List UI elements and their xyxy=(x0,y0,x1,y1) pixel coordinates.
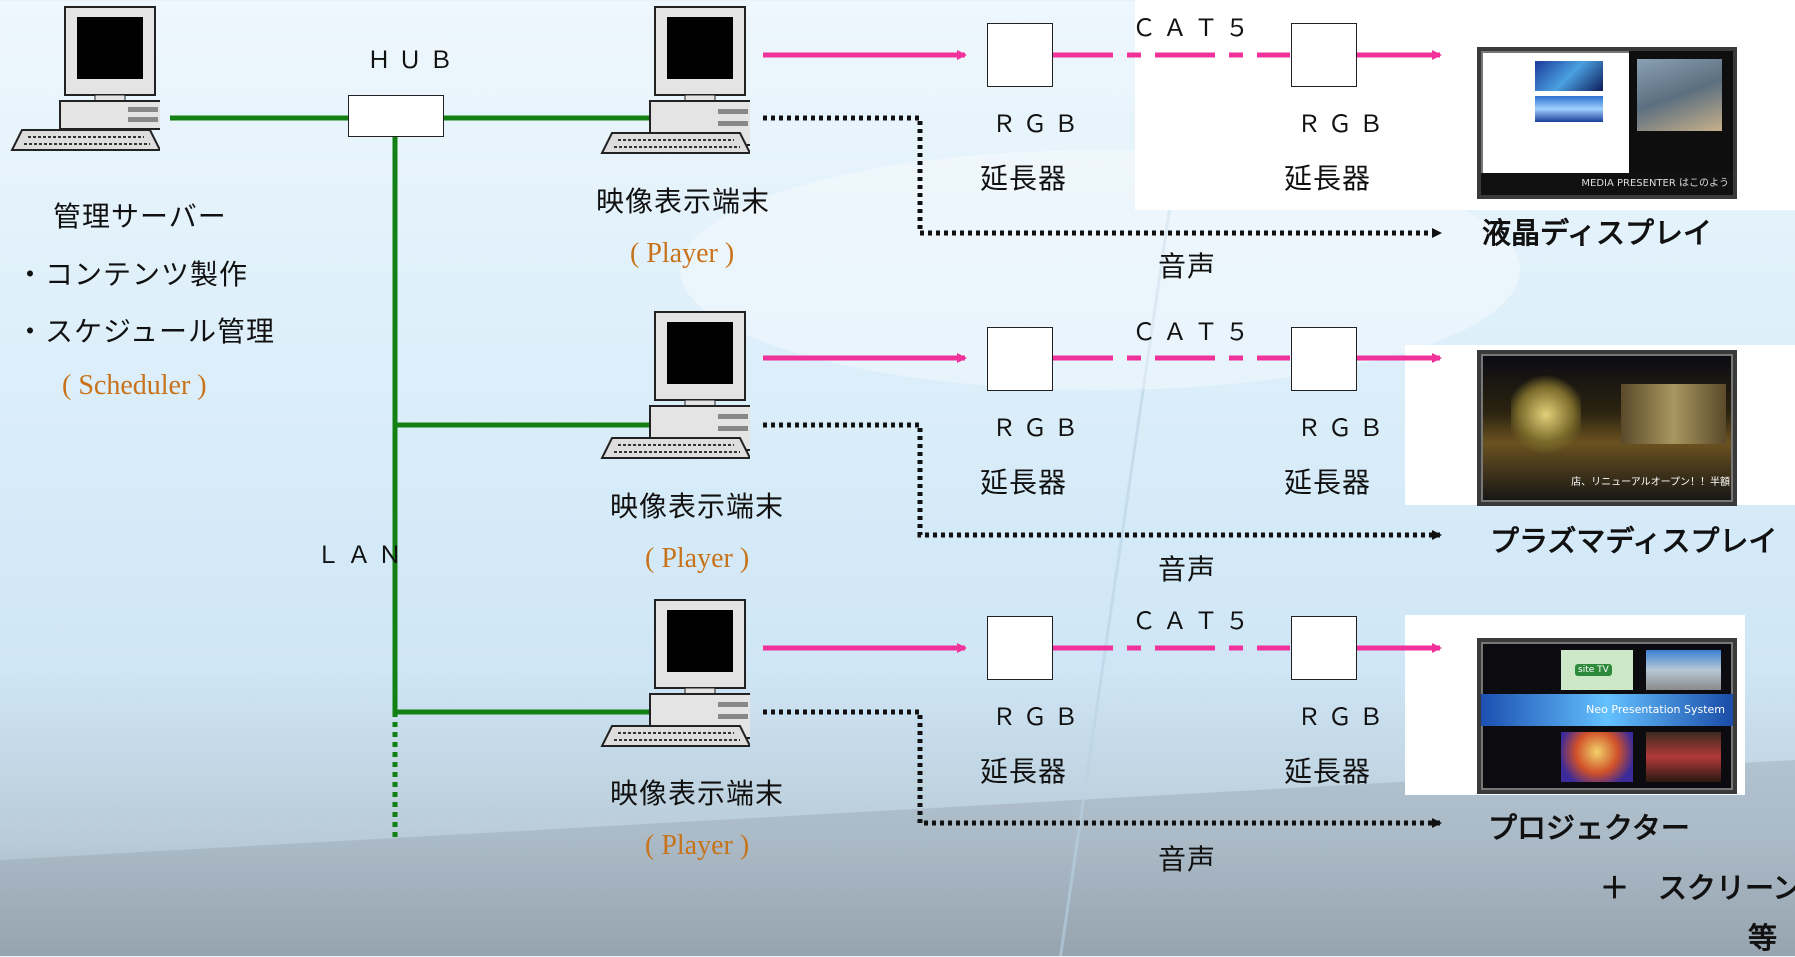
cat5-label-1: ＣＡＴ５ xyxy=(1132,14,1256,42)
rgb-extender-box-1-right xyxy=(1291,23,1357,87)
audio-label-1: 音声 xyxy=(1158,250,1217,283)
extender-label-3-right: 延長器 xyxy=(1284,755,1372,788)
plasma-display-screen: 店、リニューアルオープン！！半額 xyxy=(1477,350,1737,506)
projector-thumb-person xyxy=(1646,732,1721,782)
lcd-display-screen: MEDIA PRESENTER はこのよう xyxy=(1477,47,1737,199)
lcd-caption: MEDIA PRESENTER はこのよう xyxy=(1481,173,1733,195)
server-task-content: ・コンテンツ製作 xyxy=(16,258,249,291)
extender-label-1-right: 延長器 xyxy=(1284,162,1372,195)
screen-label: ＋ スクリーン xyxy=(1600,871,1795,905)
player-label-2: 映像表示端末 xyxy=(610,490,785,523)
server-computer-icon xyxy=(10,6,160,151)
server-title: 管理サーバー xyxy=(53,200,227,233)
extender-label-2-left: 延長器 xyxy=(980,466,1068,499)
lcd-thumb-crowd xyxy=(1637,59,1722,131)
rgb-extender-box-2-right xyxy=(1291,327,1357,391)
lan-label: ＬＡＮ xyxy=(316,541,409,569)
rgb-extender-box-2-left xyxy=(987,327,1053,391)
player-computer-icon-3 xyxy=(600,599,750,747)
rgb-extender-box-1-left xyxy=(987,23,1053,87)
audio-label-2: 音声 xyxy=(1158,553,1217,586)
plasma-building xyxy=(1621,384,1726,444)
player-role-2: ( Player ) xyxy=(645,543,750,574)
projector-thumb-logo: site TV xyxy=(1561,650,1633,690)
player-label-3: 映像表示端末 xyxy=(610,777,785,810)
player-computer-icon-2 xyxy=(600,311,750,459)
rgb-extender-box-3-left xyxy=(987,616,1053,680)
projector-display-screen: site TV Neo Presentation System xyxy=(1477,638,1737,794)
lcd-video-area xyxy=(1629,51,1733,195)
rgb-label-3-right: ＲＧＢ xyxy=(1297,703,1390,731)
extender-label-2-right: 延長器 xyxy=(1284,466,1372,499)
hub-label: ＨＵＢ xyxy=(367,46,460,74)
rgb-label-1-right: ＲＧＢ xyxy=(1297,110,1390,138)
display-label-lcd: 液晶ディスプレイ xyxy=(1482,216,1712,250)
lan-lines xyxy=(170,115,655,840)
projector-logo-text: site TV xyxy=(1575,664,1612,676)
display-label-plasma: プラズマディスプレイ xyxy=(1490,524,1778,558)
plasma-tree-light xyxy=(1511,372,1581,457)
rgb-extender-box-3-right xyxy=(1291,616,1357,680)
player-computer-icon-1 xyxy=(600,6,750,154)
hub-box xyxy=(348,95,444,137)
audio-label-3: 音声 xyxy=(1158,843,1217,876)
extender-label-1-left: 延長器 xyxy=(980,162,1068,195)
plasma-caption: 店、リニューアルオープン！！半額 xyxy=(1571,477,1730,488)
server-role: ( Scheduler ) xyxy=(62,370,207,401)
projector-thumb-dome xyxy=(1561,732,1633,782)
rgb-label-3-left: ＲＧＢ xyxy=(992,703,1085,731)
player-role-3: ( Player ) xyxy=(645,830,750,861)
cat5-label-3: ＣＡＴ５ xyxy=(1132,607,1256,635)
display-label-projector: プロジェクター xyxy=(1488,811,1690,845)
audio-line-1 xyxy=(763,115,1442,238)
lcd-thumb-blue xyxy=(1535,96,1603,122)
etc-label: 等 xyxy=(1748,921,1778,955)
lcd-thumb-earth xyxy=(1535,61,1603,91)
server-task-schedule: ・スケジュール管理 xyxy=(16,315,276,348)
audio-line-3 xyxy=(763,709,1442,828)
rgb-label-2-left: ＲＧＢ xyxy=(992,414,1085,442)
projector-banner: Neo Presentation System xyxy=(1481,694,1733,726)
audio-line-2 xyxy=(763,422,1442,540)
projector-thumb-beach xyxy=(1646,650,1721,690)
rgb-label-1-left: ＲＧＢ xyxy=(992,110,1085,138)
player-role-1: ( Player ) xyxy=(630,238,735,269)
player-label-1: 映像表示端末 xyxy=(596,185,771,218)
extender-label-3-left: 延長器 xyxy=(980,755,1068,788)
cat5-label-2: ＣＡＴ５ xyxy=(1132,318,1256,346)
rgb-label-2-right: ＲＧＢ xyxy=(1297,414,1390,442)
